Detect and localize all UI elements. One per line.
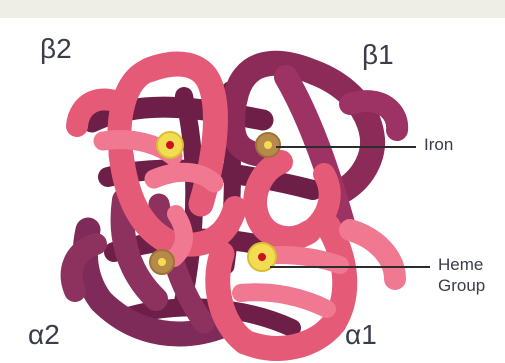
heme-bottom-left — [150, 250, 174, 274]
heme-label-line2: Group — [438, 276, 485, 296]
alpha1-label: α1 — [345, 321, 377, 349]
iron-leader-line — [276, 146, 416, 148]
heme-top-left — [157, 132, 183, 158]
heme-label-line1: Heme — [438, 255, 483, 275]
beta2-label: β2 — [40, 35, 72, 63]
heme-leader-line — [270, 266, 430, 268]
beta1-label: β1 — [362, 41, 394, 69]
iron-label: Iron — [424, 135, 453, 155]
alpha2-label: α2 — [28, 321, 60, 349]
heme-top-right — [256, 133, 280, 157]
